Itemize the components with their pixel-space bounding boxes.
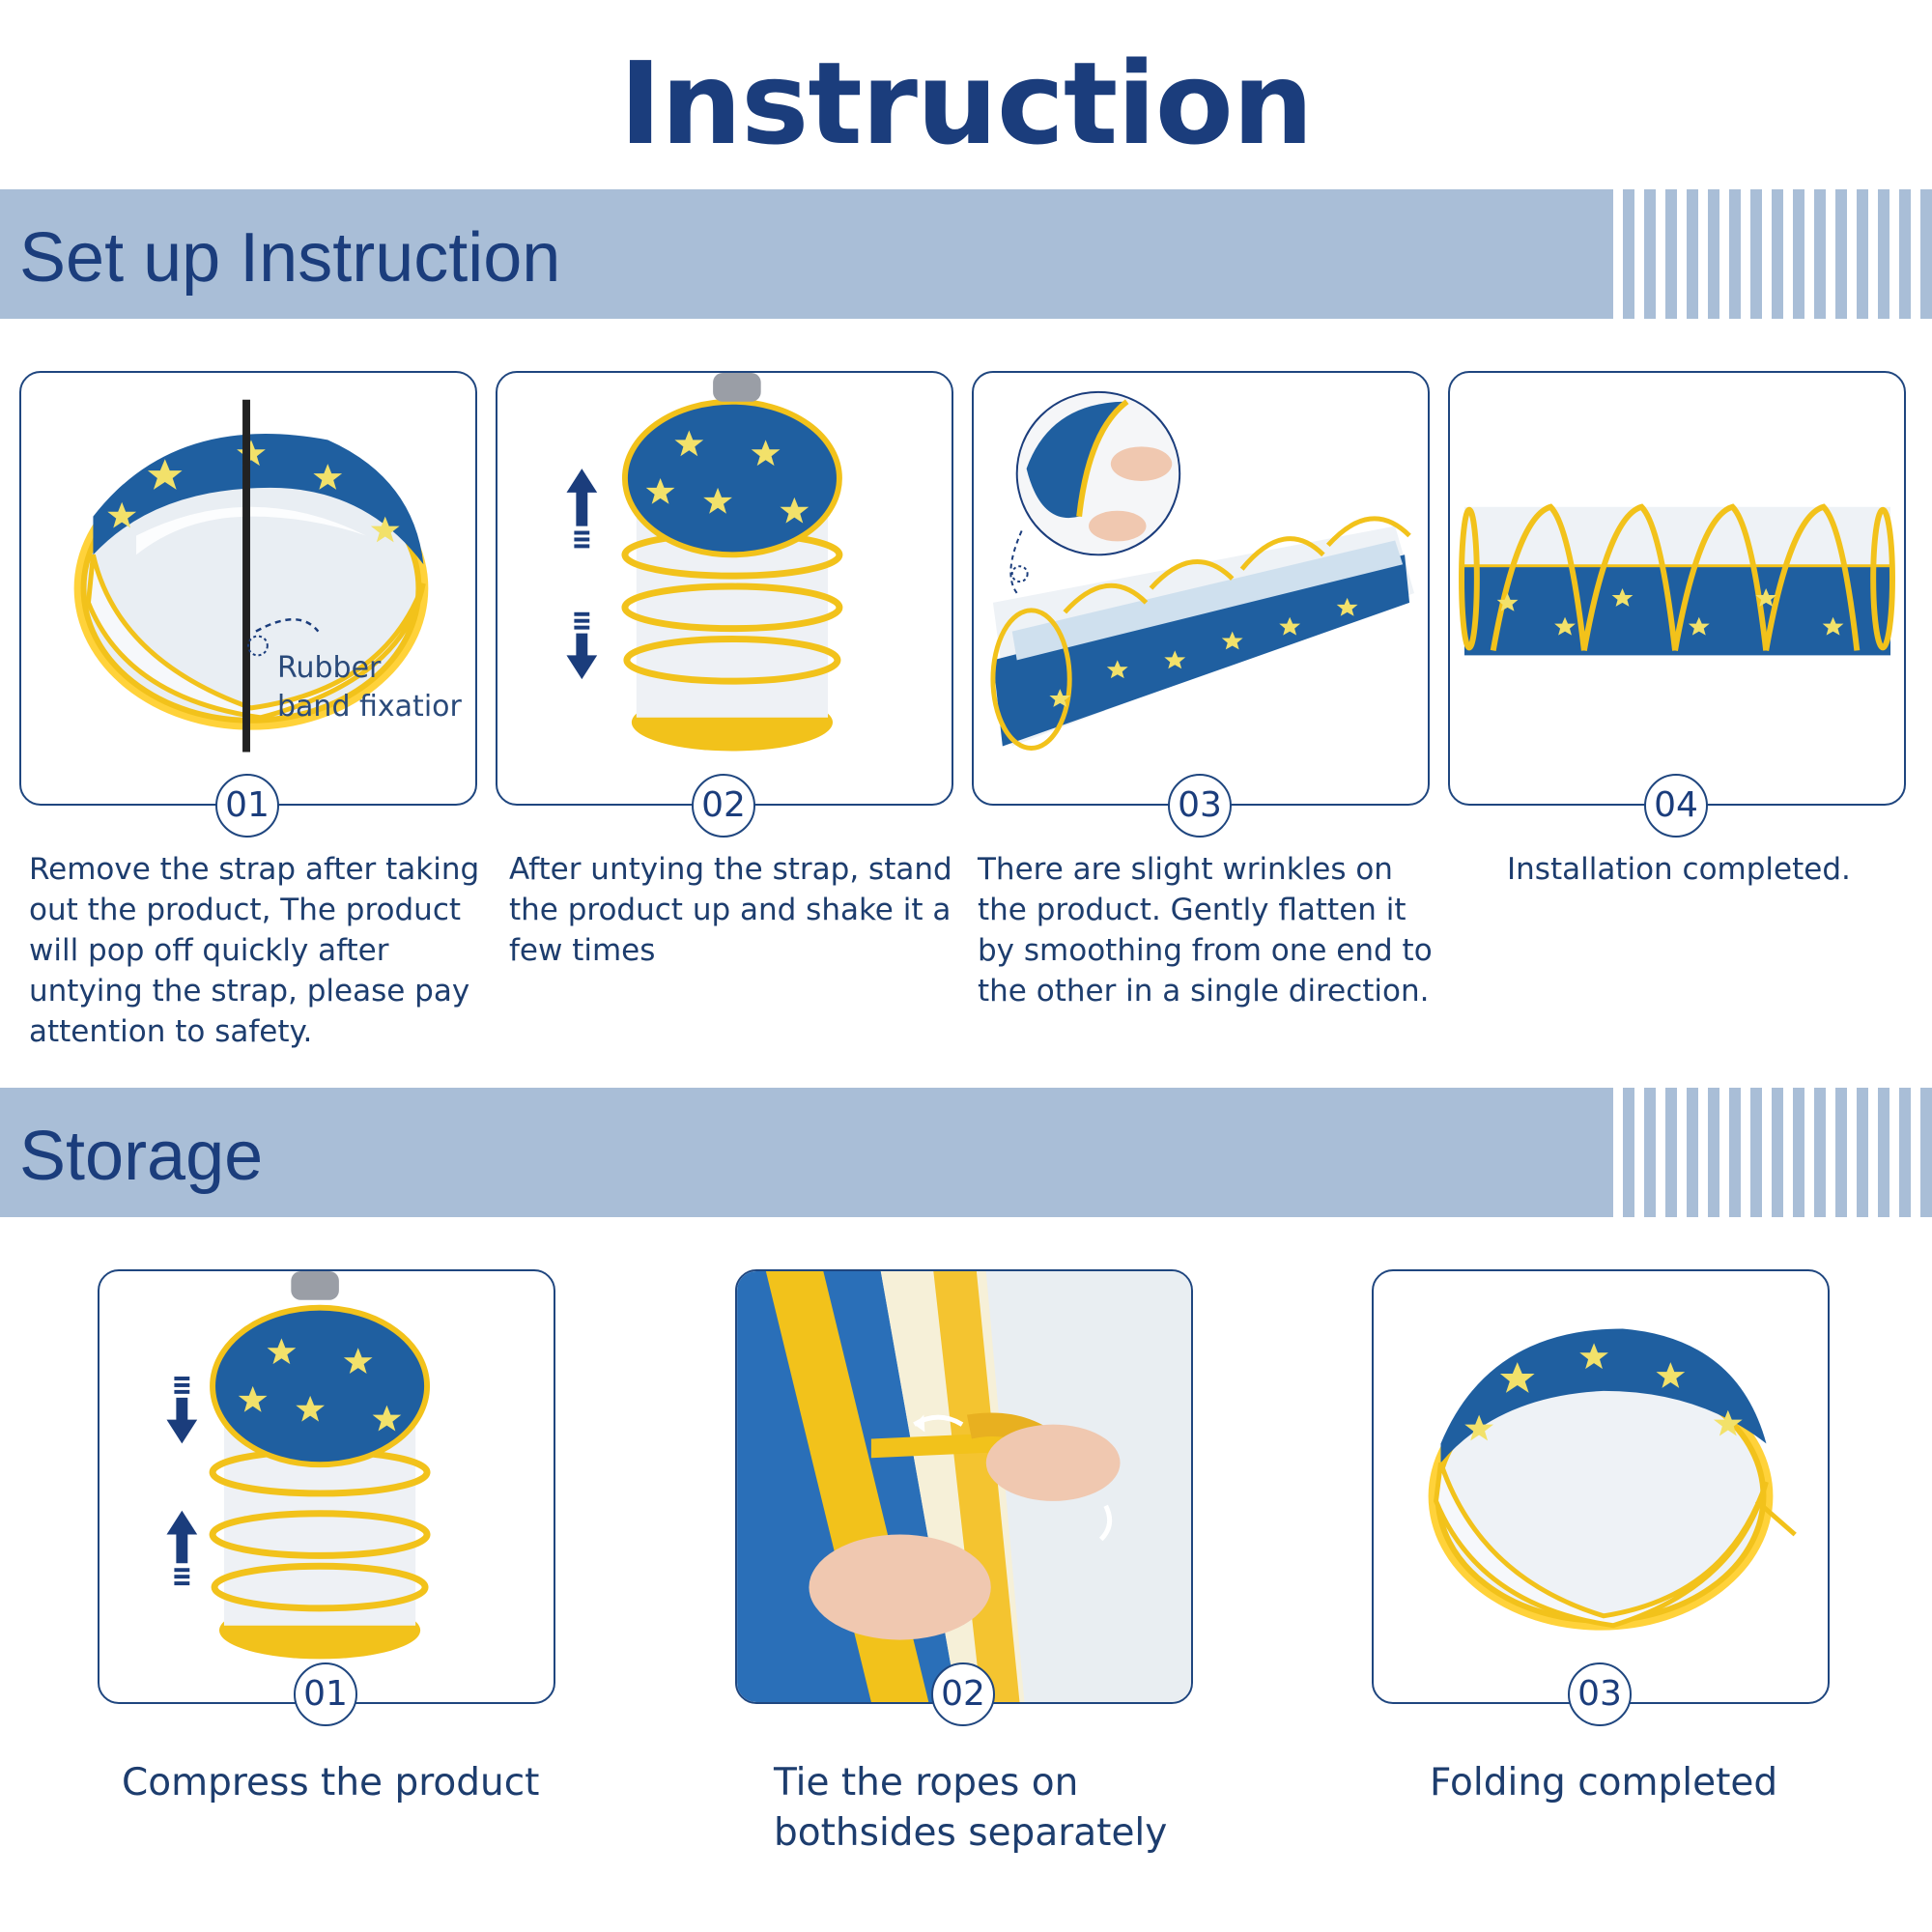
storage-step-1-number: 01 — [294, 1662, 357, 1726]
storage-step-3-image — [1372, 1269, 1830, 1704]
text-line: Remove the strap after taking — [29, 852, 480, 887]
text-line: bothsides separately — [774, 1811, 1168, 1855]
rubber-band-label: Rubber band fixatior — [277, 649, 462, 726]
text-line: untying the strap, please pay — [29, 974, 470, 1009]
text-line: There are slight wrinkles on — [978, 852, 1393, 887]
storage-step-2-text: Tie the ropes on bothsides separately — [774, 1758, 1167, 1859]
text-line: attention to safety. — [29, 1014, 313, 1049]
setup-step-2-text: After untying the strap, stand the produ… — [509, 849, 952, 971]
setup-step-1-text: Remove the strap after taking out the pr… — [29, 849, 479, 1052]
setup-step-2-number: 02 — [692, 774, 755, 838]
text-line: Folding completed — [1430, 1761, 1778, 1804]
storage-step-3-text: Folding completed — [1430, 1758, 1777, 1808]
text-line: Compress the product — [122, 1761, 540, 1804]
setup-step-3-image — [972, 371, 1430, 806]
text-line: out the product, The product — [29, 893, 462, 927]
label-line-1: Rubber — [277, 651, 382, 685]
setup-step-1-image: Rubber band fixatior — [19, 371, 477, 806]
storage-step-3-number: 03 — [1568, 1662, 1632, 1726]
text-line: Installation completed. — [1507, 852, 1851, 887]
decorative-stripes — [1602, 189, 1932, 319]
storage-step-2-image — [735, 1269, 1193, 1704]
setup-step-3-number: 03 — [1168, 774, 1232, 838]
setup-step-4-text: Installation completed. — [1507, 849, 1851, 890]
text-line: few times — [509, 933, 656, 968]
text-line: by smoothing from one end to — [978, 933, 1433, 968]
setup-section-header: Set up Instruction — [0, 189, 1932, 319]
page-title: Instruction — [619, 37, 1314, 170]
setup-step-4-image — [1448, 371, 1906, 806]
storage-step-1-text: Compress the product — [122, 1758, 539, 1808]
text-line: the product up and shake it a — [509, 893, 952, 927]
storage-step-2-number: 02 — [931, 1662, 995, 1726]
text-line: the product. Gently flatten it — [978, 893, 1406, 927]
text-line: the other in a single direction. — [978, 974, 1430, 1009]
setup-step-1-number: 01 — [215, 774, 279, 838]
decorative-stripes — [1602, 1088, 1932, 1217]
text-line: will pop off quickly after — [29, 933, 389, 968]
storage-step-1-image — [98, 1269, 555, 1704]
storage-heading: Storage — [19, 1118, 264, 1195]
arrow-down-icon — [166, 1377, 198, 1444]
arrow-down-icon — [566, 611, 598, 680]
arrow-up-icon — [566, 469, 598, 549]
setup-step-3-text: There are slight wrinkles on the product… — [978, 849, 1433, 1011]
text-line: After untying the strap, stand — [509, 852, 952, 887]
setup-heading: Set up Instruction — [19, 219, 561, 297]
arrow-up-icon — [166, 1510, 198, 1586]
label-line-2: band fixatior — [277, 690, 462, 724]
setup-step-2-image — [496, 371, 953, 806]
text-line: Tie the ropes on — [774, 1761, 1079, 1804]
setup-step-4-number: 04 — [1644, 774, 1708, 838]
storage-section-header: Storage — [0, 1088, 1932, 1217]
